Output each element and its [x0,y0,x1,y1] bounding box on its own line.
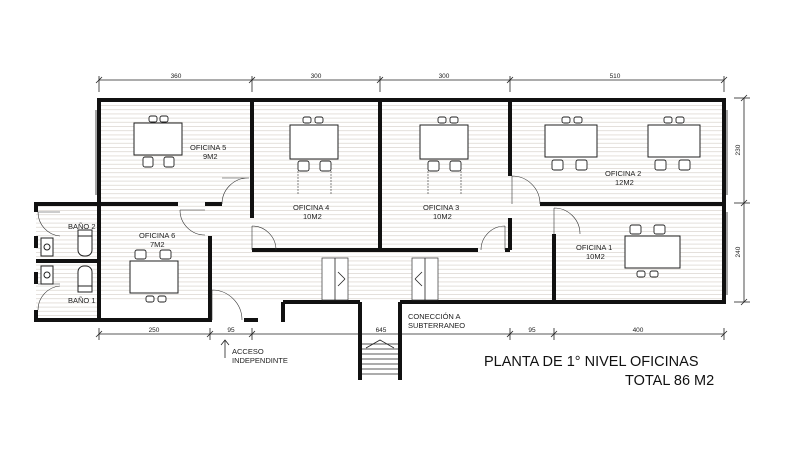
room-area-oficina-1: 10M2 [586,252,605,261]
room-label-bano-2: BAÑO 2 [68,222,96,231]
room-area-oficina-6: 7M2 [150,240,165,249]
dim-top-3: 300 [439,73,450,80]
top-dimension-line: 360 300 300 510 [95,73,728,92]
conexion-label-line2: SUBTERRANEO [408,321,465,330]
dim-bottom-4: 95 [528,327,536,334]
dim-right-1: 230 [735,144,742,155]
acceso-label-line2: INDEPENDINTE [232,356,288,365]
room-label-oficina-3: OFICINA 3 [423,203,459,212]
access-arrow [220,339,230,358]
bottom-dimension-line: 250 95 645 95 400 [95,327,728,340]
desk-oficina-4 [289,116,339,194]
doors [37,175,581,321]
dim-bottom-3: 645 [376,327,387,334]
plan-total-area: TOTAL 86 M2 [625,373,714,389]
room-area-oficina-5: 9M2 [203,152,218,161]
bathroom-fixtures [40,229,93,293]
room-label-bano-1: BAÑO 1 [68,296,96,305]
desk-oficina-2-right [647,116,701,171]
desk-oficina-3 [419,116,469,194]
dim-top-2: 300 [311,73,322,80]
windows [95,110,728,295]
desk-oficina-1 [624,224,681,278]
room-label-oficina-1: OFICINA 1 [576,243,612,252]
room-area-oficina-2: 12M2 [615,178,634,187]
acceso-label-line1: ACCESO [232,347,264,356]
dim-bottom-2: 95 [227,327,235,334]
room-area-oficina-4: 10M2 [303,212,322,221]
corridor-details [321,257,439,301]
plan-title: PLANTA DE 1° NIVEL OFICINAS [484,354,699,370]
desk-oficina-2-left [544,116,598,171]
dim-bottom-1: 250 [149,327,160,334]
stairs [362,339,398,380]
room-label-oficina-5: OFICINA 5 [190,143,226,152]
room-label-oficina-2: OFICINA 2 [605,169,641,178]
room-label-oficina-4: OFICINA 4 [293,203,329,212]
desk-oficina-5 [133,115,183,168]
dim-top-4: 510 [610,73,621,80]
conexion-label-line1: CONECCIÓN A [408,312,461,321]
room-label-oficina-6: OFICINA 6 [139,231,175,240]
walls [34,98,726,380]
dim-right-2: 240 [735,246,742,257]
desk-oficina-6 [129,249,179,303]
dim-bottom-5: 400 [633,327,644,334]
dim-top-1: 360 [171,73,182,80]
room-area-oficina-3: 10M2 [433,212,452,221]
right-dimension-line: 230 240 [734,94,750,306]
